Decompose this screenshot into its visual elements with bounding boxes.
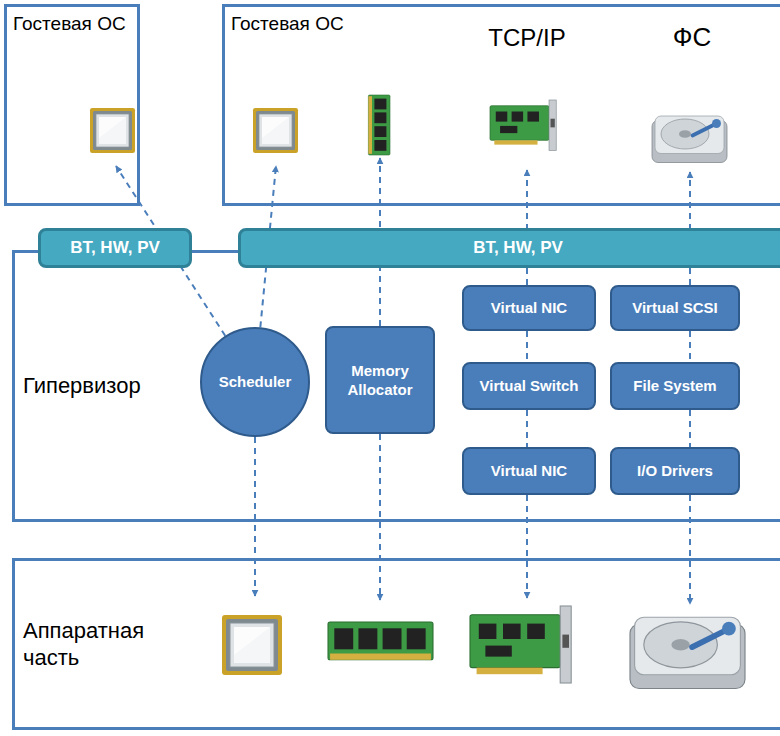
process-box: Virtual NIC [462, 285, 596, 331]
node-label: Virtual NIC [491, 461, 567, 481]
guest-hdd-icon [652, 116, 727, 163]
guest-cpu-icon [90, 108, 135, 153]
region-label: Гостевая ОС [13, 13, 131, 35]
hw-nic-icon [470, 606, 571, 683]
device-label: ФС [673, 22, 712, 53]
guest-ram-icon [368, 95, 390, 155]
dashed-connector [526, 410, 528, 447]
dashed-connector [526, 331, 528, 362]
process-box: I/O Drivers [610, 447, 740, 495]
process-box: File System [610, 362, 740, 410]
process-box: Virtual Switch [462, 362, 596, 410]
node-label: Virtual SCSI [632, 298, 718, 318]
hw-cpu-icon [222, 615, 282, 675]
dashed-connector [689, 410, 691, 447]
node-label: Scheduler [219, 373, 292, 392]
hw-hdd-icon [630, 617, 745, 688]
dashed-connector [689, 331, 691, 362]
node-label: File System [633, 376, 716, 396]
region-label: Аппаратная часть [23, 617, 173, 672]
dashed-connector [689, 495, 691, 604]
guest-os-box: Гостевая ОС [4, 4, 140, 206]
node-label: BT, HW, PV [473, 238, 563, 258]
hw-ram-icon [328, 622, 433, 660]
virtualization-bar: BT, HW, PV [238, 228, 780, 268]
scheduler-circle: Scheduler [200, 327, 310, 437]
process-box: Virtual SCSI [610, 285, 740, 331]
device-label: TCP/IP [488, 24, 565, 52]
node-label: Virtual Switch [480, 376, 579, 396]
node-label: BT, HW, PV [70, 238, 160, 258]
guest-nic-icon [490, 100, 556, 150]
process-box: Memory Allocator [325, 326, 435, 434]
dashed-connector [526, 495, 528, 598]
virtualization-bar: BT, HW, PV [38, 228, 192, 268]
dashed-connector [254, 437, 256, 596]
dashed-connector [379, 434, 381, 600]
node-label: Memory Allocator [327, 361, 433, 400]
node-label: Virtual NIC [491, 298, 567, 318]
guest-cpu-icon [253, 108, 298, 153]
process-box: Virtual NIC [462, 447, 596, 495]
region-label: Гипервизор [23, 372, 141, 400]
hypervisor-band: ГипервизорSchedulerMemory AllocatorVirtu… [12, 250, 780, 522]
node-label: I/O Drivers [637, 461, 713, 481]
hardware-band: Аппаратная часть [12, 558, 780, 730]
